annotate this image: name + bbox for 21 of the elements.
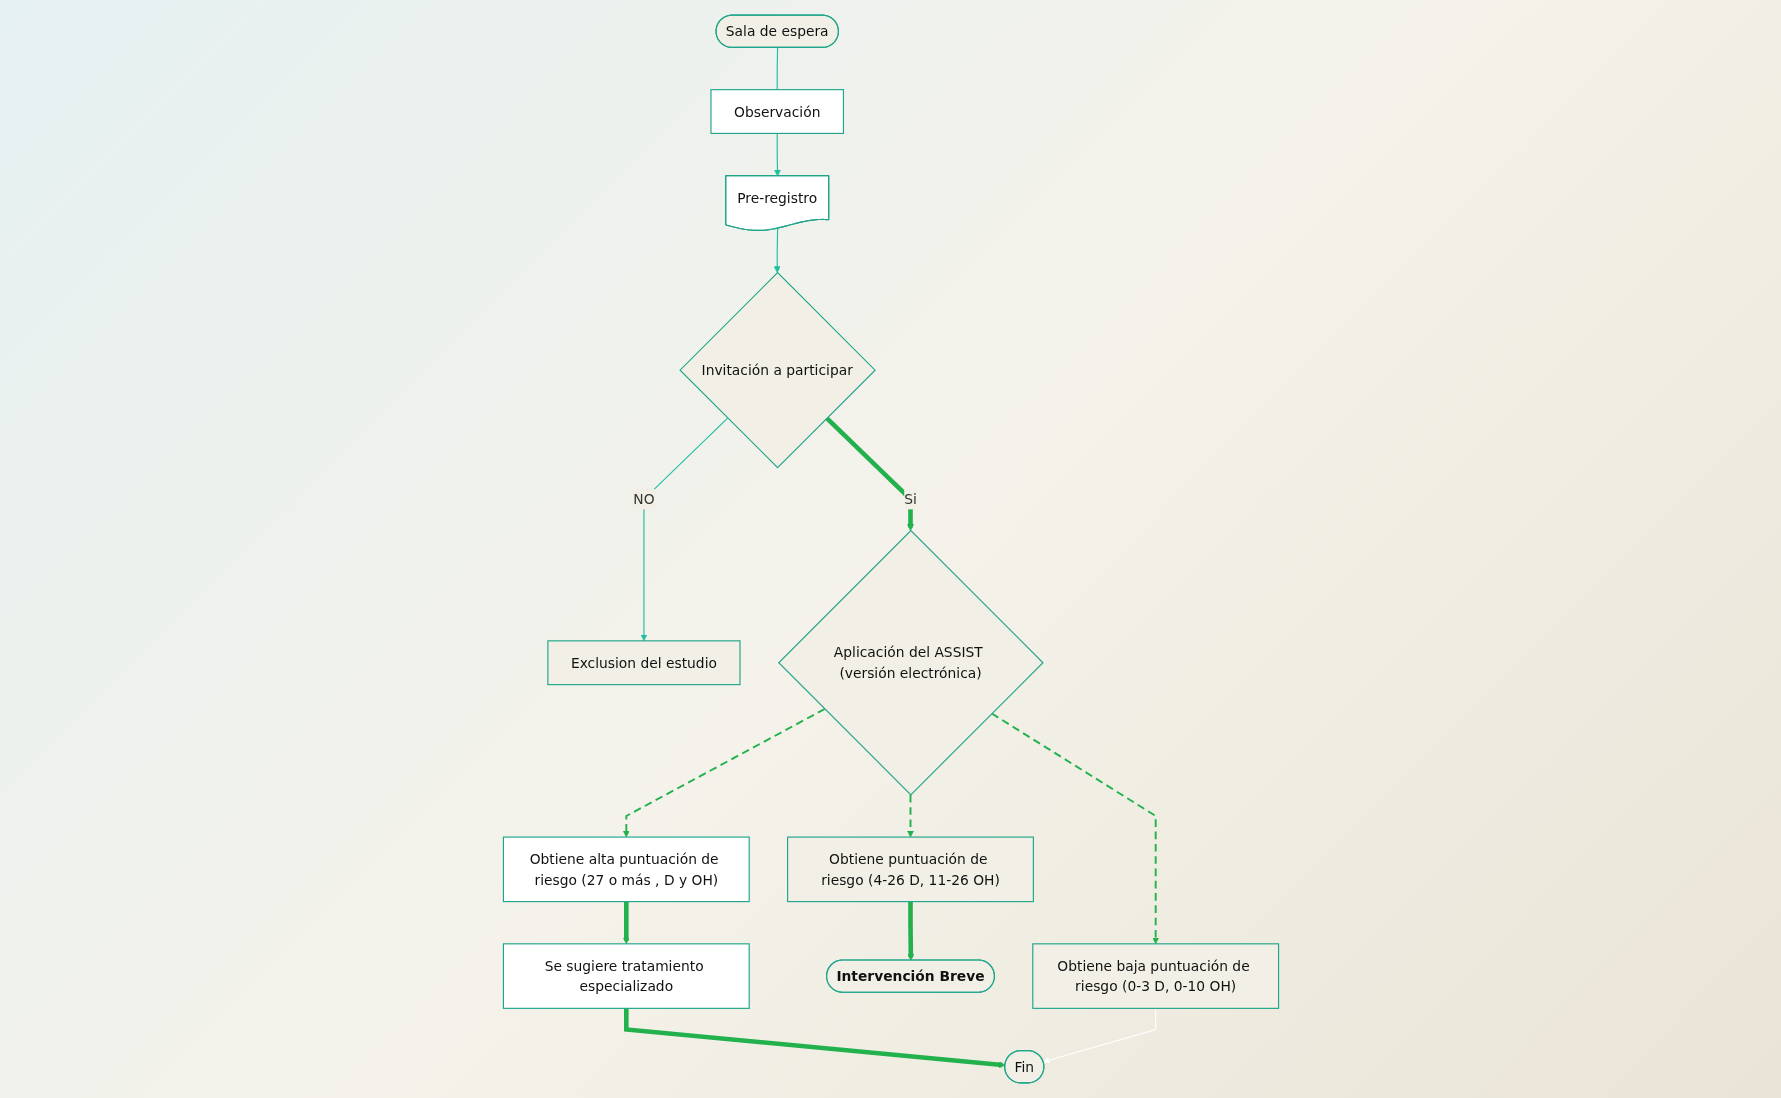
node-box: Obtiene alta puntuación de riesgo (27 o más , D y OH)	[502, 836, 750, 903]
arrow	[990, 712, 1159, 945]
edge-label: Si	[903, 491, 917, 508]
node-diamond: Aplicación del ASSIST (versión electrónica)	[777, 529, 1044, 796]
node-diamond: Invitación a participar	[678, 271, 876, 469]
arrow	[906, 793, 914, 838]
arrow	[824, 416, 914, 531]
arrow	[906, 901, 914, 961]
node-box: Observación	[709, 89, 844, 134]
node-box: Exclusion del estudio	[546, 640, 741, 686]
node-box: Obtiene puntuación de riesgo (4-26 D, 11-26 OH)	[786, 836, 1034, 903]
node-box: Se sugiere tratamiento especializado	[502, 943, 750, 1009]
arrow	[622, 901, 630, 945]
node-box: Obtiene baja puntuación de riesgo (0-3 D, 0-10 OH)	[1031, 943, 1279, 1009]
edge-label: NO	[632, 491, 655, 508]
arrow	[622, 708, 826, 838]
arrow	[773, 227, 781, 273]
arrow	[623, 1008, 1005, 1069]
arrow	[640, 417, 728, 642]
arrow	[1042, 1007, 1156, 1064]
connector	[776, 47, 778, 91]
